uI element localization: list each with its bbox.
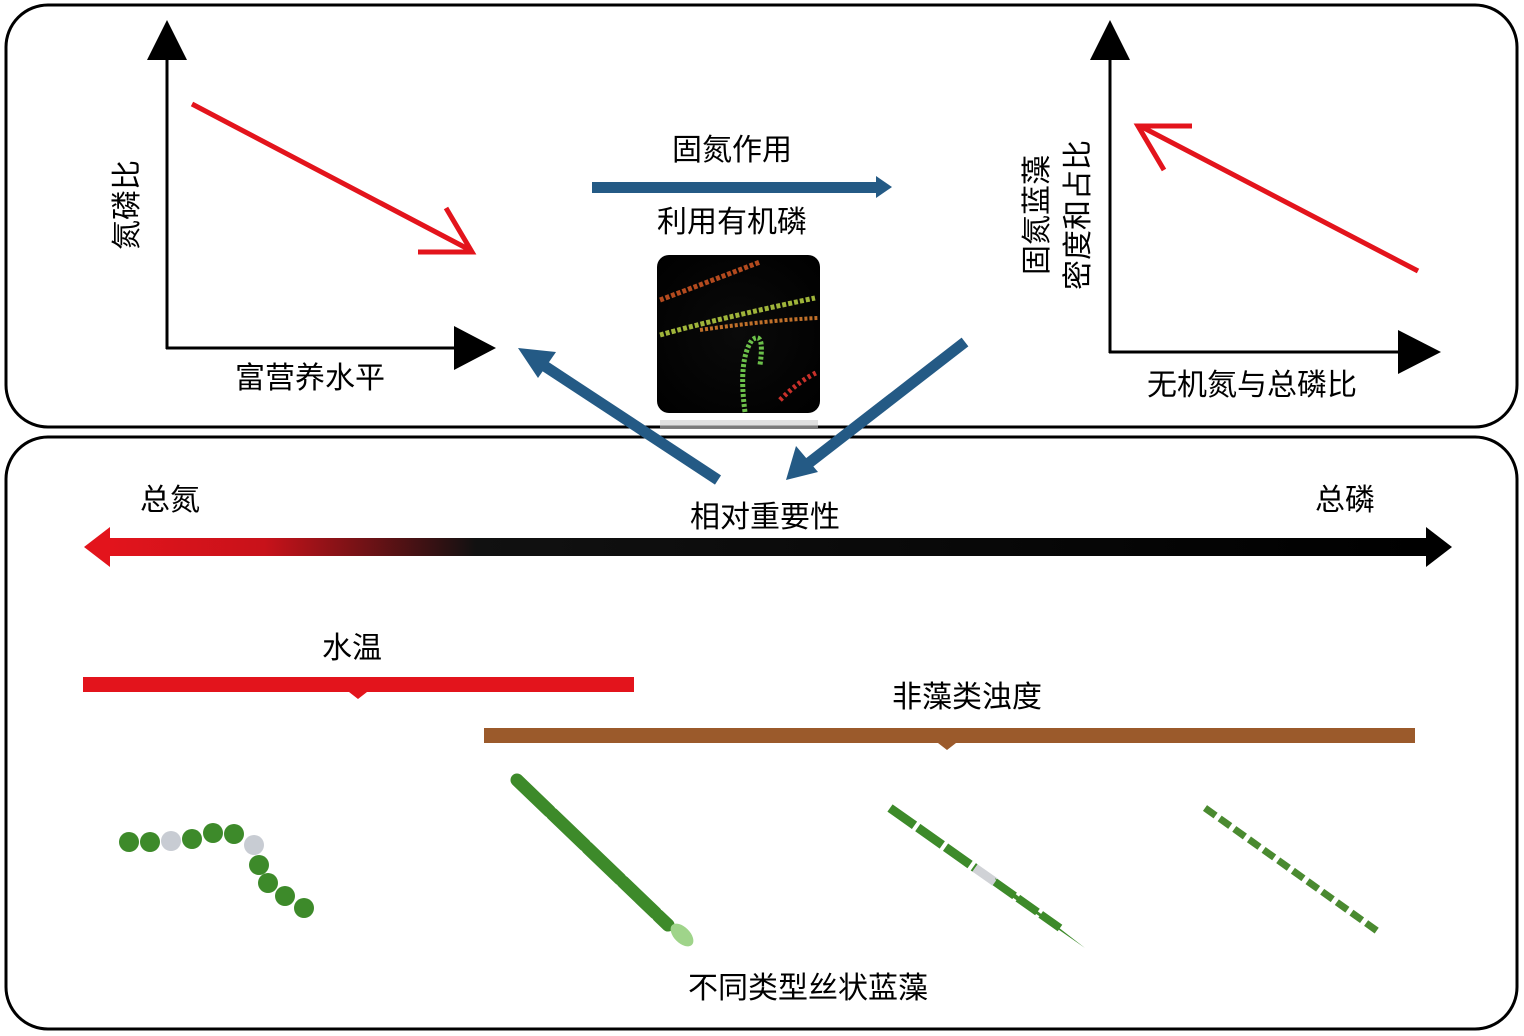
organic-phosphorus-label: 利用有机磷 [657, 205, 807, 240]
x-axis-label: 富营养水平 [235, 361, 385, 396]
decreasing-trend-arrow [190, 101, 477, 255]
y-axis-label: 氮磷比 [110, 160, 145, 250]
water-temperature-marker [349, 692, 367, 699]
feedback-arrow-right [786, 337, 969, 480]
bottom-panel [4, 435, 1519, 1031]
importance-double-arrow [84, 527, 1452, 567]
total-nitrogen-label: 总氮 [140, 483, 200, 518]
nitrogen-fixation-label: 固氮作用 [672, 133, 792, 168]
turbidity-label: 非藻类浊度 [892, 680, 1042, 715]
process-arrow [592, 176, 892, 198]
right-graph: 固氮蓝藻 密度和占比 无机氮与总磷比 [1020, 20, 1441, 403]
filament-types-caption: 不同类型丝状蓝藻 [688, 971, 928, 1006]
increasing-trend-arrow [1133, 123, 1420, 274]
y-axis-arrowhead [147, 20, 187, 60]
y-axis-label-line1: 固氮蓝藻 [1020, 155, 1055, 275]
turbidity-marker [938, 743, 956, 750]
total-phosphorus-label: 总磷 [1315, 483, 1375, 518]
water-temperature-bar [83, 677, 634, 692]
filament-segmented [1202, 805, 1383, 936]
filament-with-heterocyst [510, 773, 694, 947]
turbidity-bar [484, 728, 1415, 743]
feedback-arrow-left [518, 348, 722, 485]
filament-tapered [887, 804, 1085, 948]
filament-bead-chain [119, 823, 314, 918]
left-graph: 氮磷比 富营养水平 [110, 20, 496, 396]
x-axis-arrowhead [454, 326, 496, 370]
relative-importance-label: 相对重要性 [690, 500, 840, 535]
y-axis-arrowhead [1090, 20, 1130, 60]
y-axis-label-line2: 密度和占比 [1061, 140, 1096, 290]
x-axis-label: 无机氮与总磷比 [1147, 368, 1357, 403]
microscope-image [657, 255, 820, 428]
x-axis-arrowhead [1398, 330, 1441, 374]
water-temperature-label: 水温 [322, 631, 382, 666]
